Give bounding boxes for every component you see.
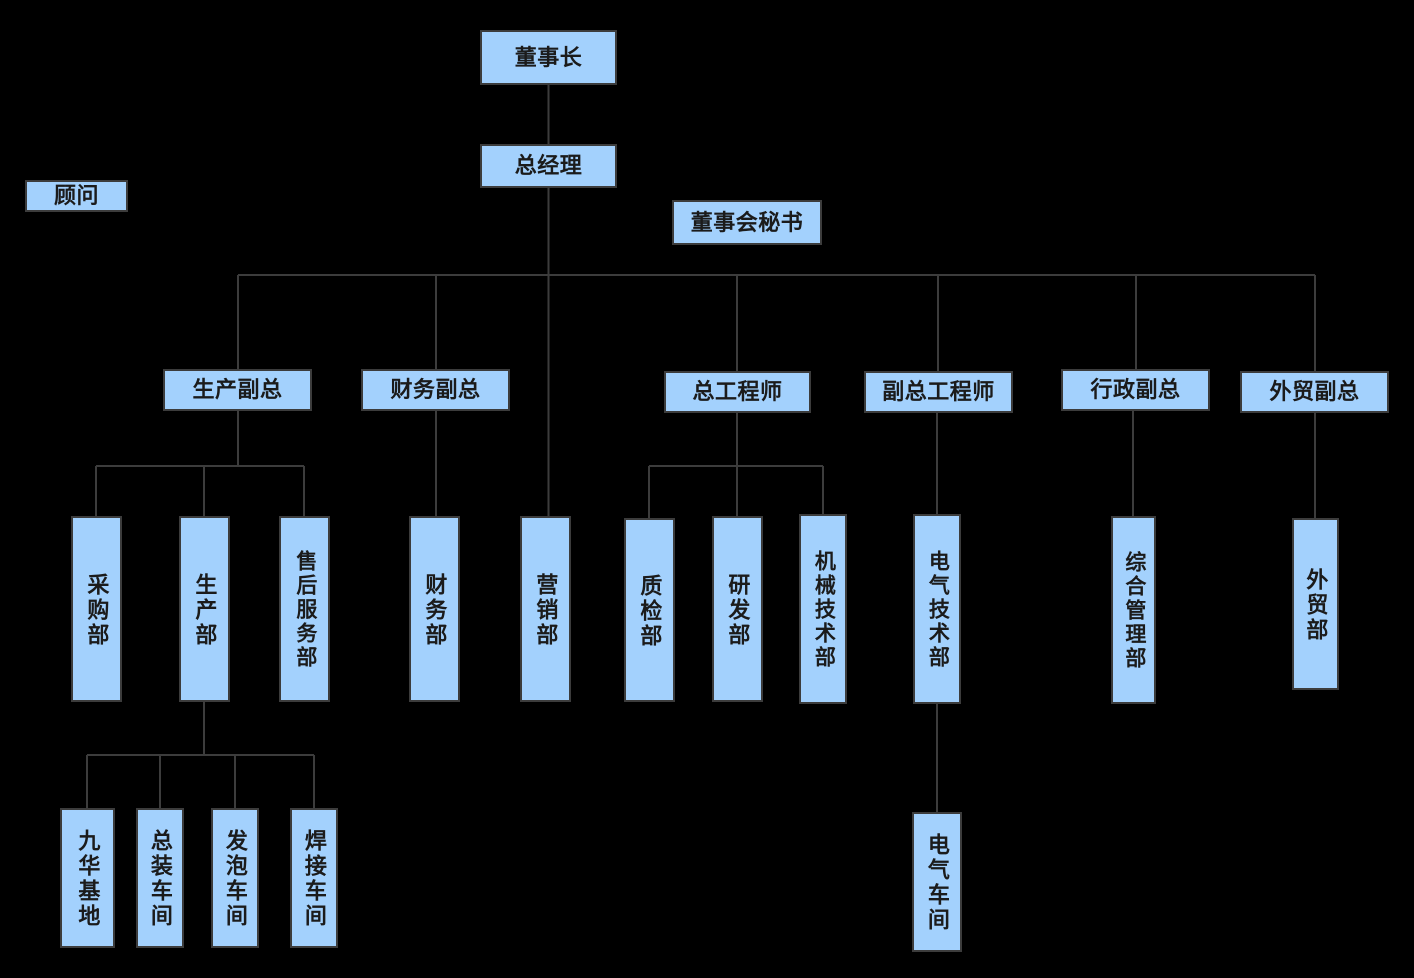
org-node-chairman[interactable]: 董事长 [480, 30, 617, 85]
org-node-advisor[interactable]: 顾问 [25, 180, 128, 212]
org-node-shop-assembly[interactable]: 总装车间 [136, 808, 184, 948]
org-node-dept-aftersales[interactable]: 售后服务部 [279, 516, 330, 702]
org-node-dept-procurement[interactable]: 采购部 [71, 516, 122, 702]
org-node-shop-foaming[interactable]: 发泡车间 [211, 808, 259, 948]
org-node-dept-production[interactable]: 生产部 [179, 516, 230, 702]
org-node-chief-engineer[interactable]: 总工程师 [664, 371, 811, 413]
org-node-dept-rnd[interactable]: 研发部 [712, 516, 763, 702]
org-node-board-secretary[interactable]: 董事会秘书 [672, 200, 822, 245]
org-node-vp-finance[interactable]: 财务副总 [361, 369, 510, 411]
org-node-dept-general-mgmt[interactable]: 综合管理部 [1111, 516, 1156, 704]
org-node-shop-electrical[interactable]: 电气车间 [912, 812, 962, 952]
org-node-base-jiuhua[interactable]: 九华基地 [60, 808, 115, 948]
org-node-shop-welding[interactable]: 焊接车间 [290, 808, 338, 948]
org-node-dept-foreign-trade[interactable]: 外贸部 [1292, 518, 1339, 690]
org-node-dept-finance[interactable]: 财务部 [409, 516, 460, 702]
org-node-deputy-chief-engineer[interactable]: 副总工程师 [864, 371, 1013, 413]
org-node-vp-production[interactable]: 生产副总 [163, 369, 312, 411]
org-node-dept-mech-tech[interactable]: 机械技术部 [799, 514, 847, 704]
org-node-general-manager[interactable]: 总经理 [480, 144, 617, 188]
org-node-dept-marketing[interactable]: 营销部 [520, 516, 571, 702]
org-node-vp-foreign-trade[interactable]: 外贸副总 [1240, 371, 1389, 413]
org-node-dept-quality[interactable]: 质检部 [624, 518, 675, 702]
org-node-vp-admin[interactable]: 行政副总 [1061, 369, 1210, 411]
org-node-dept-elec-tech[interactable]: 电气技术部 [913, 514, 961, 704]
